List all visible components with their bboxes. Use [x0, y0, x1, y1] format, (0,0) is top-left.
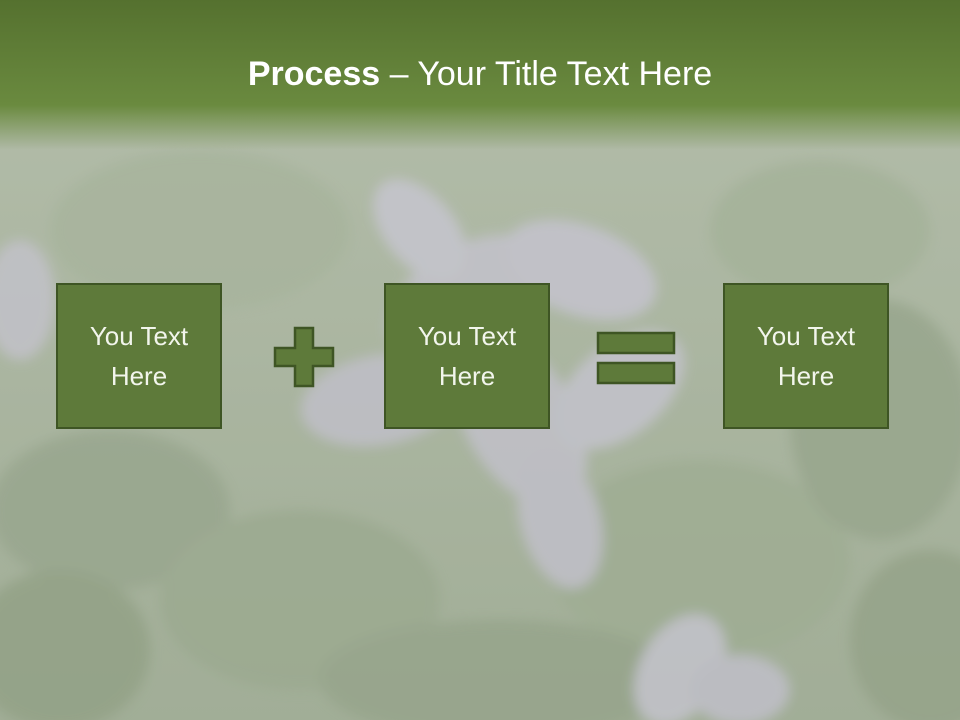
process-box-3: You Text Here [723, 283, 889, 429]
process-box-2-label: You Text Here [417, 321, 517, 391]
plus-icon [273, 326, 335, 388]
equals-icon [596, 331, 676, 385]
process-box-2: You Text Here [384, 283, 550, 429]
title-banner [0, 0, 960, 150]
process-box-3-label: You Text Here [756, 321, 856, 391]
title-rest: – Your Title Text Here [380, 55, 713, 93]
title-bold: Process [247, 55, 381, 93]
slide-title: Process – Your Title Text Here [0, 52, 960, 96]
process-box-1: You Text Here [56, 283, 222, 429]
process-box-1-label: You Text Here [89, 321, 189, 391]
